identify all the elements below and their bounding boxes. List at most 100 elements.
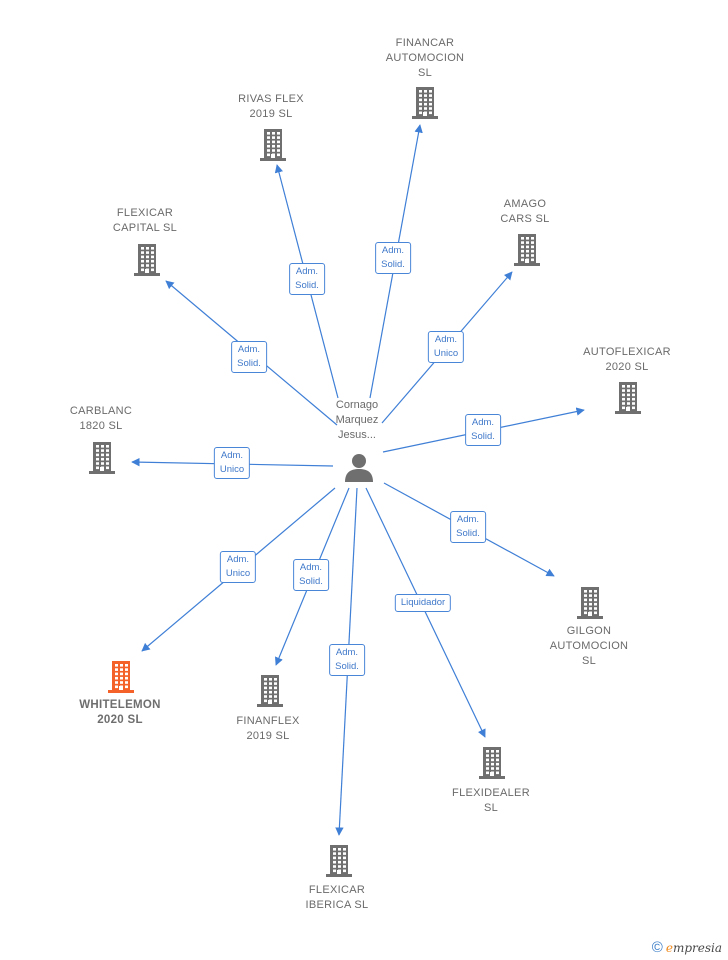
role-badge-flexicar-capital[interactable]: Adm. Solid.	[231, 341, 267, 373]
role-line: Unico	[433, 348, 459, 359]
company-label-flexidealer[interactable]: FLEXIDEALER SL	[452, 786, 530, 816]
company-node-autoflexicar[interactable]	[613, 381, 643, 420]
person-icon[interactable]	[344, 452, 374, 482]
company-label-gilgon-automocion[interactable]: GILGON AUTOMOCION SL	[550, 624, 629, 669]
company-label-finanflex[interactable]: FINANFLEX 2019 SL	[236, 714, 299, 744]
role-line: Solid.	[237, 358, 261, 369]
role-line: Solid.	[456, 528, 480, 539]
role-badge-gilgon-automocion[interactable]: Adm. Solid.	[450, 511, 486, 543]
company-node-flexidealer[interactable]	[477, 746, 507, 785]
role-line: Adm.	[226, 554, 250, 565]
company-name-line: 2019 SL	[246, 730, 290, 742]
brand-name[interactable]: empresia	[666, 941, 722, 955]
role-line: Liquidador	[400, 597, 446, 608]
role-line: Unico	[225, 568, 251, 579]
company-node-flexicar-iberica[interactable]	[324, 844, 354, 883]
role-line: Solid.	[471, 431, 495, 442]
company-name-line: FINANCAR	[395, 37, 455, 49]
company-node-financar-automocion[interactable]	[410, 86, 440, 125]
role-line: Solid.	[299, 576, 323, 587]
company-node-carblanc[interactable]	[87, 441, 117, 480]
company-name-line: CARS SL	[500, 213, 550, 225]
company-name-line: WHITELEMON	[79, 699, 161, 711]
company-label-flexicar-iberica[interactable]: FLEXICAR IBERICA SL	[306, 883, 369, 913]
role-line: Adm.	[434, 334, 458, 345]
company-label-amago-cars[interactable]: AMAGO CARS SL	[500, 197, 549, 227]
person-name-line-2: Marquez	[335, 414, 379, 426]
company-label-financar-automocion[interactable]: FINANCAR AUTOMOCION SL	[386, 36, 465, 81]
company-name-line: IBERICA SL	[305, 899, 369, 911]
building-icon[interactable]	[106, 660, 136, 694]
company-name-line: CAPITAL SL	[112, 222, 178, 234]
company-node-rivas-flex[interactable]	[258, 128, 288, 167]
company-node-whitelemon[interactable]	[106, 660, 136, 699]
company-node-finanflex[interactable]	[255, 674, 285, 713]
company-name-line: AMAGO	[503, 198, 547, 210]
building-icon[interactable]	[255, 674, 285, 708]
role-badge-flexidealer[interactable]: Liquidador	[394, 594, 452, 612]
company-label-rivas-flex[interactable]: RIVAS FLEX 2019 SL	[238, 92, 304, 122]
company-name-line: 2020 SL	[605, 361, 649, 373]
company-label-flexicar-capital[interactable]: FLEXICAR CAPITAL SL	[113, 206, 177, 236]
edge-flexidealer	[365, 487, 486, 738]
building-icon[interactable]	[410, 86, 440, 120]
role-line: Unico	[219, 464, 245, 475]
company-name-line: CARBLANC	[69, 405, 133, 417]
company-name-line: RIVAS FLEX	[238, 93, 304, 105]
company-name-line: 2020 SL	[97, 714, 143, 726]
company-label-autoflexicar[interactable]: AUTOFLEXICAR 2020 SL	[583, 345, 671, 375]
company-name-line: FINANFLEX	[236, 715, 300, 727]
company-name-line: AUTOMOCION	[549, 640, 629, 652]
brand-initial: e	[665, 941, 673, 955]
person-name-line-3: Jesus...	[338, 429, 376, 441]
brand-rest: mpresia	[672, 941, 722, 955]
building-icon[interactable]	[477, 746, 507, 780]
building-icon[interactable]	[132, 243, 162, 277]
copyright-icon: ©	[651, 939, 663, 956]
company-name-line: FLEXIDEALER	[452, 787, 530, 799]
company-node-gilgon-automocion[interactable]	[575, 586, 605, 625]
role-line: Adm.	[471, 417, 495, 428]
company-name-line: SL	[417, 67, 433, 79]
role-line: Adm.	[456, 514, 480, 525]
company-node-flexicar-capital[interactable]	[132, 243, 162, 282]
role-badge-flexicar-iberica[interactable]: Adm. Solid.	[329, 644, 365, 676]
role-line: Adm.	[295, 266, 319, 277]
company-name-line: GILGON	[566, 625, 612, 637]
company-label-whitelemon[interactable]: WHITELEMON 2020 SL	[79, 698, 161, 728]
person-name-line-1: Cornago	[335, 399, 379, 411]
company-node-amago-cars[interactable]	[512, 233, 542, 272]
building-icon[interactable]	[87, 441, 117, 475]
company-name-line: SL	[483, 802, 499, 814]
building-icon[interactable]	[258, 128, 288, 162]
role-line: Adm.	[237, 344, 261, 355]
person-name[interactable]: Cornago Marquez Jesus...	[336, 398, 379, 443]
building-icon[interactable]	[613, 381, 643, 415]
role-badge-financar-automocion[interactable]: Adm. Solid.	[375, 242, 411, 274]
role-line: Adm.	[299, 562, 323, 573]
role-line: Adm.	[381, 245, 405, 256]
company-name-line: AUTOFLEXICAR	[583, 346, 671, 358]
building-icon[interactable]	[512, 233, 542, 267]
company-name-line: 2019 SL	[249, 108, 293, 120]
role-badge-finanflex[interactable]: Adm. Solid.	[293, 559, 329, 591]
company-name-line: FLEXICAR	[308, 884, 366, 896]
role-line: Solid.	[335, 661, 359, 672]
company-name-line: FLEXICAR	[116, 207, 174, 219]
role-line: Adm.	[220, 450, 244, 461]
role-line: Solid.	[381, 259, 405, 270]
role-badge-whitelemon[interactable]: Adm. Unico	[219, 551, 257, 583]
role-badge-amago-cars[interactable]: Adm. Unico	[427, 331, 465, 363]
company-name-line: AUTOMOCION	[385, 52, 465, 64]
role-line: Solid.	[295, 280, 319, 291]
footer-brand[interactable]: ©empresia	[652, 939, 722, 956]
building-icon[interactable]	[324, 844, 354, 878]
building-icon[interactable]	[575, 586, 605, 620]
role-badge-autoflexicar[interactable]: Adm. Solid.	[465, 414, 501, 446]
role-badge-rivas-flex[interactable]: Adm. Solid.	[289, 263, 325, 295]
company-name-line: SL	[581, 655, 597, 667]
role-line: Adm.	[335, 647, 359, 658]
role-badge-carblanc[interactable]: Adm. Unico	[213, 447, 251, 479]
